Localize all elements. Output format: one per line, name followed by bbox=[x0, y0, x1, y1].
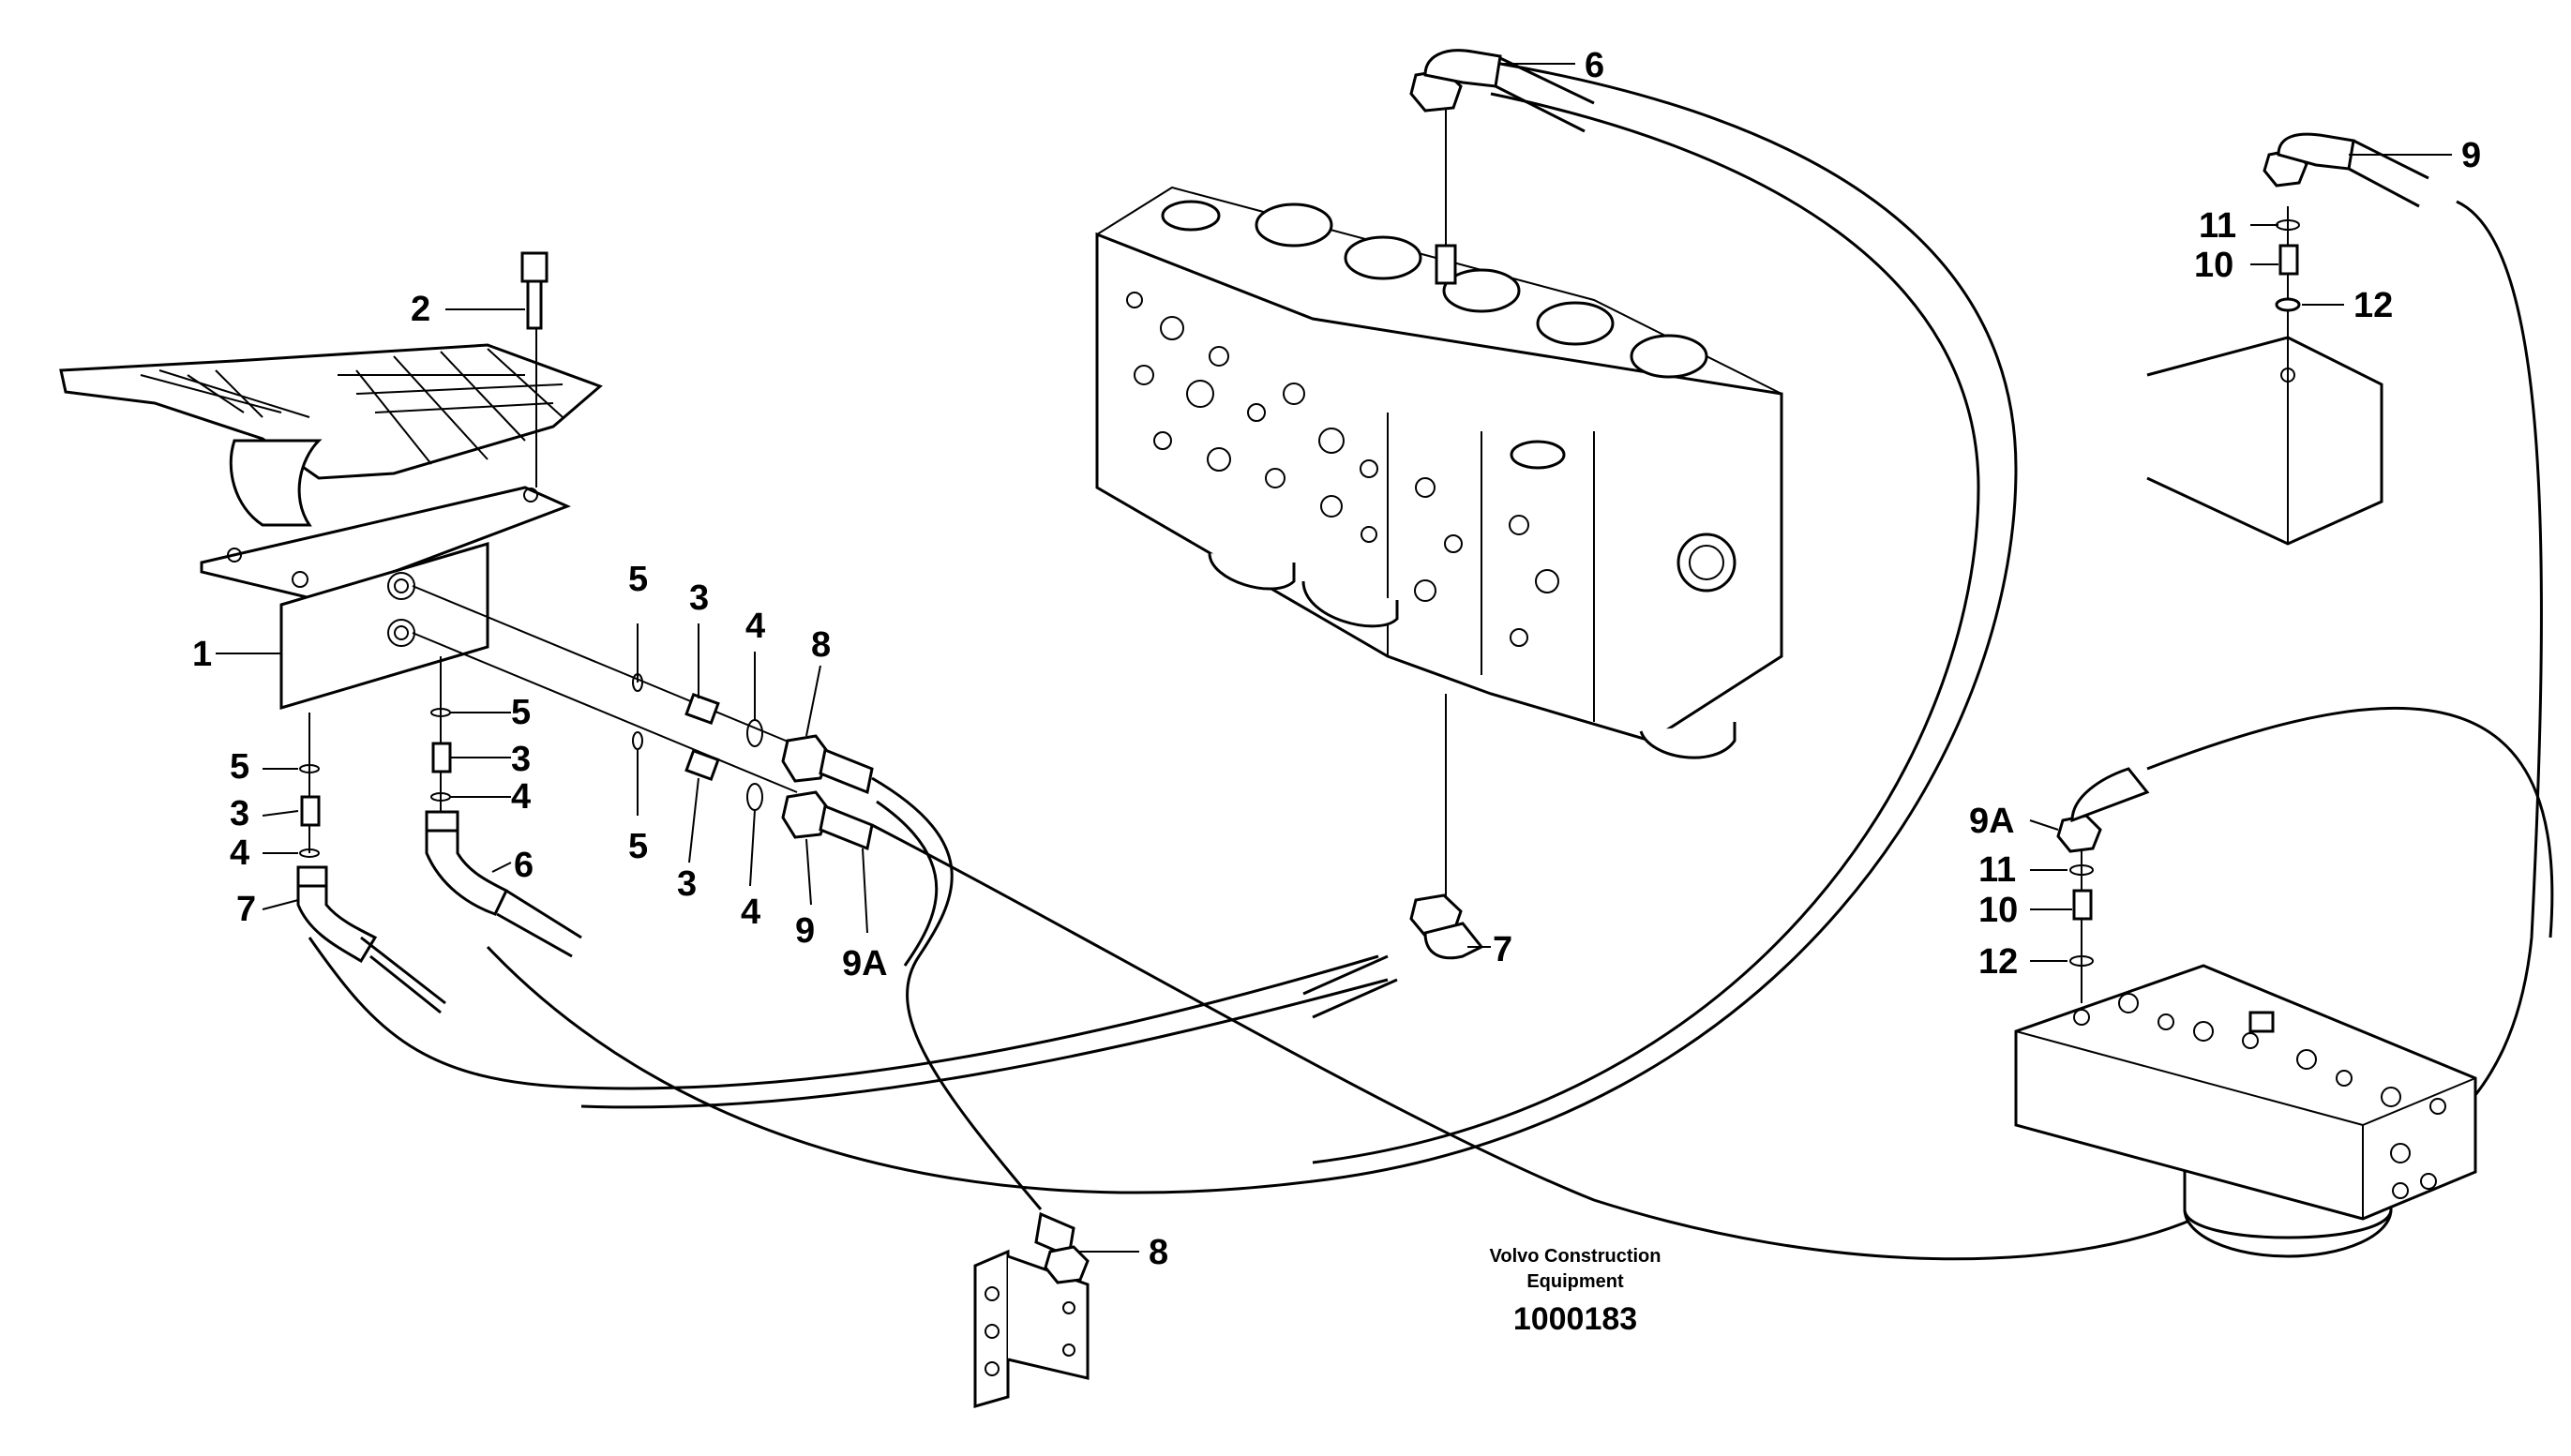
main-control-valve bbox=[1095, 103, 1783, 900]
callout-8: 8 bbox=[811, 625, 831, 665]
callout-6: 6 bbox=[1585, 46, 1604, 85]
callout-9: 9 bbox=[795, 911, 815, 951]
mounting-bracket bbox=[973, 1211, 1090, 1408]
callout-4: 4 bbox=[741, 893, 760, 932]
callout-4: 4 bbox=[511, 777, 531, 817]
callout-12: 12 bbox=[2353, 286, 2393, 325]
callout-3: 3 bbox=[689, 578, 709, 618]
callout-3: 3 bbox=[230, 794, 249, 833]
callout-4: 4 bbox=[745, 607, 765, 646]
callout-5: 5 bbox=[230, 747, 249, 787]
callout-3: 3 bbox=[677, 864, 697, 904]
callout-9: 9 bbox=[2461, 136, 2481, 175]
callout-9A: 9A bbox=[1969, 802, 2015, 841]
bolt-part-2 bbox=[520, 251, 549, 488]
callout-10: 10 bbox=[2194, 246, 2233, 285]
callout-8: 8 bbox=[1149, 1233, 1168, 1272]
callout-9A: 9A bbox=[842, 944, 888, 983]
diagram-caption: Volvo Construction Equipment 1000183 bbox=[1490, 1246, 1661, 1337]
callout-7: 7 bbox=[236, 890, 256, 929]
callout-3: 3 bbox=[511, 740, 531, 779]
bottom-right-manifold bbox=[2014, 767, 2477, 1258]
callout-4: 4 bbox=[230, 833, 249, 873]
foot-pedal-assembly bbox=[59, 343, 603, 711]
callout-labels: 1 2 3 3 3 3 4 4 4 4 5 5 5 5 6 6 7 7 8 8 … bbox=[192, 46, 2481, 1272]
caption-drawing-number: 1000183 bbox=[1513, 1301, 1637, 1337]
callout-11: 11 bbox=[2199, 206, 2236, 246]
hose-lines bbox=[308, 62, 2554, 1261]
left-fittings bbox=[296, 656, 582, 1014]
callout-1: 1 bbox=[192, 635, 212, 674]
callout-5: 5 bbox=[628, 827, 648, 866]
callout-10: 10 bbox=[1978, 891, 2018, 930]
top-right-block bbox=[2146, 132, 2429, 546]
callout-5: 5 bbox=[628, 560, 648, 599]
caption-company: Volvo Construction bbox=[1490, 1246, 1661, 1267]
callout-2: 2 bbox=[411, 290, 430, 329]
leader-lines bbox=[216, 63, 2452, 1253]
caption-company-line2: Equipment bbox=[1526, 1271, 1624, 1292]
callout-7: 7 bbox=[1493, 930, 1512, 969]
middle-fittings bbox=[412, 585, 874, 851]
elbow-fitting-7-bottom bbox=[1302, 893, 1484, 1019]
callout-12: 12 bbox=[1978, 942, 2018, 982]
elbow-fitting-6-top bbox=[1409, 49, 1595, 133]
callout-11: 11 bbox=[1978, 850, 2016, 890]
callout-5: 5 bbox=[511, 693, 531, 732]
callout-6: 6 bbox=[514, 846, 534, 885]
